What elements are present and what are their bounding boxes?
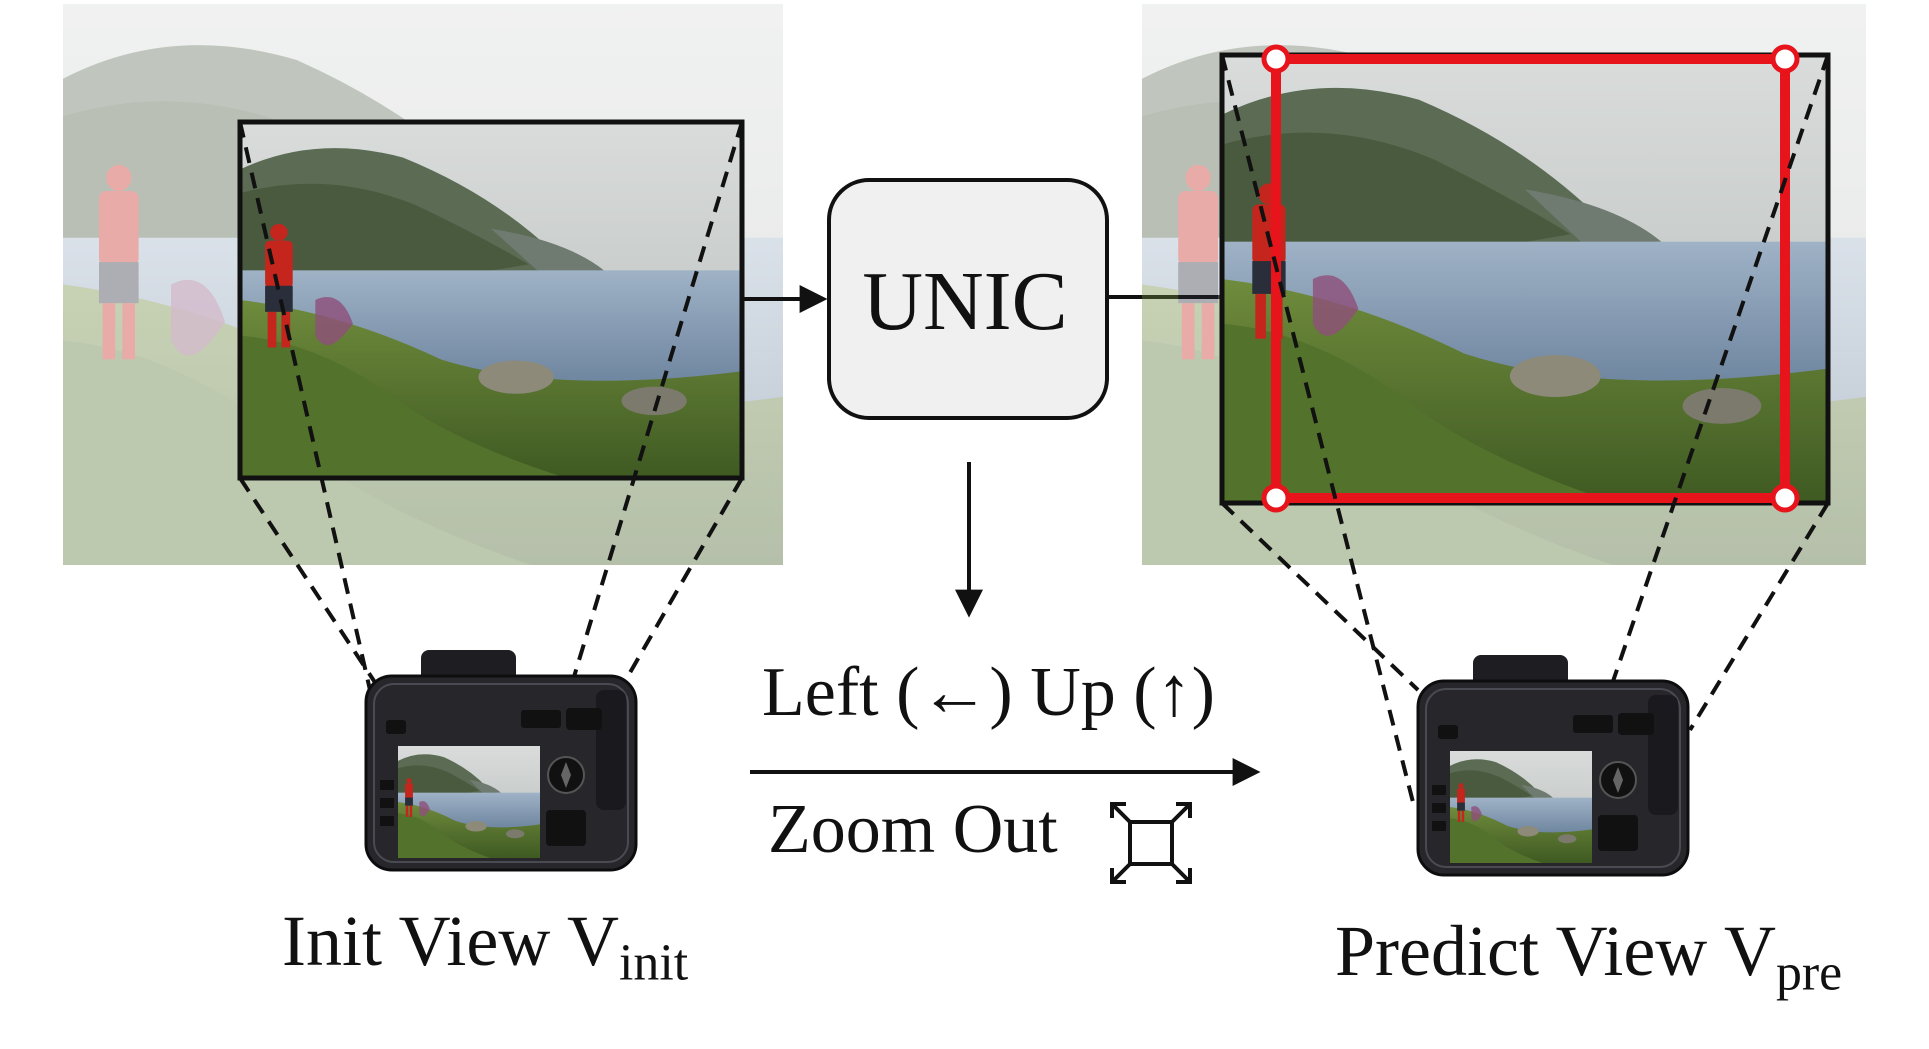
init-view-panel	[63, 4, 783, 565]
predict-camera-icon	[1416, 653, 1690, 877]
predict-view-label: Predict View Vpre	[1335, 915, 1842, 999]
init-view-subscript: init	[619, 934, 689, 992]
init-camera-icon	[364, 648, 638, 872]
init-frustum-lines	[238, 121, 744, 692]
predict-view-image	[1222, 55, 1828, 503]
init-view-label: Init View Vinit	[282, 905, 688, 989]
predict-view-panel	[1142, 4, 1866, 565]
zoom-label: Zoom Out	[768, 791, 1058, 868]
predict-frustum-lines	[1220, 54, 1830, 811]
zoom-out-icon	[1110, 802, 1192, 884]
predict-view-subscript: pre	[1775, 944, 1843, 1002]
init-camera-preview	[398, 746, 540, 858]
prediction-box-corners	[1261, 44, 1800, 513]
predict-camera-preview	[1450, 751, 1592, 863]
init-view-label-text: Init View V	[282, 901, 620, 981]
direction-label: Left (←) Up (↑)	[762, 654, 1215, 731]
predict-view-label-text: Predict View V	[1335, 911, 1776, 991]
model-name: UNIC	[862, 255, 1068, 348]
init-view-image	[240, 122, 742, 478]
prediction-box	[1271, 54, 1790, 503]
